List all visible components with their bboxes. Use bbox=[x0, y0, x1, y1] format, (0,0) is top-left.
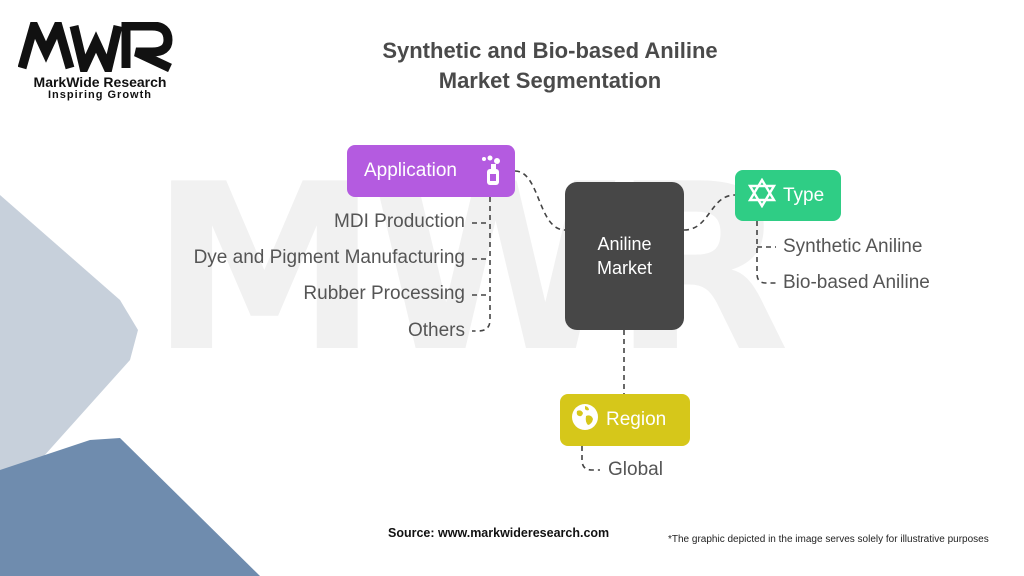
brand-tagline: Inspiring Growth bbox=[48, 89, 152, 101]
connector-type-items bbox=[756, 221, 776, 284]
brand-name: MarkWide Research bbox=[33, 74, 167, 90]
type-item-biobased: Bio-based Aniline bbox=[783, 272, 930, 293]
star-of-david-icon bbox=[747, 177, 777, 214]
connector-region-items bbox=[581, 446, 600, 471]
page-title: Synthetic and Bio-based Aniline Market S… bbox=[350, 36, 750, 96]
type-item-synthetic: Synthetic Aniline bbox=[783, 236, 923, 257]
category-type: Type bbox=[735, 170, 841, 221]
application-item-rubber: Rubber Processing bbox=[303, 283, 465, 304]
title-line-2: Market Segmentation bbox=[438, 68, 662, 93]
application-item-dye: Dye and Pigment Manufacturing bbox=[193, 247, 465, 268]
category-application: Application bbox=[347, 145, 515, 197]
connector-app-items bbox=[472, 197, 491, 332]
category-application-label: Application bbox=[364, 160, 457, 181]
center-line-2: Market bbox=[596, 258, 652, 278]
application-item-mdi: MDI Production bbox=[334, 211, 465, 232]
title-line-1: Synthetic and Bio-based Aniline bbox=[382, 38, 718, 63]
logo-mark-icon bbox=[18, 22, 173, 72]
center-line-1: Aniline bbox=[597, 234, 652, 254]
center-node: Aniline Market bbox=[565, 182, 684, 330]
category-region-label: Region bbox=[606, 409, 667, 430]
connector-type bbox=[683, 194, 736, 231]
spray-bottle-icon bbox=[481, 155, 503, 193]
logo: MarkWide Research Inspiring Growth bbox=[18, 22, 178, 101]
globe-icon bbox=[570, 402, 600, 438]
application-item-others: Others bbox=[407, 320, 465, 341]
source-text: Source: www.markwideresearch.com bbox=[388, 526, 610, 540]
connector-application bbox=[514, 170, 566, 231]
disclaimer-note: *The graphic depicted in the image serve… bbox=[668, 534, 989, 545]
region-item-global: Global bbox=[608, 459, 663, 480]
category-type-label: Type bbox=[783, 184, 825, 206]
category-region: Region bbox=[560, 394, 690, 446]
